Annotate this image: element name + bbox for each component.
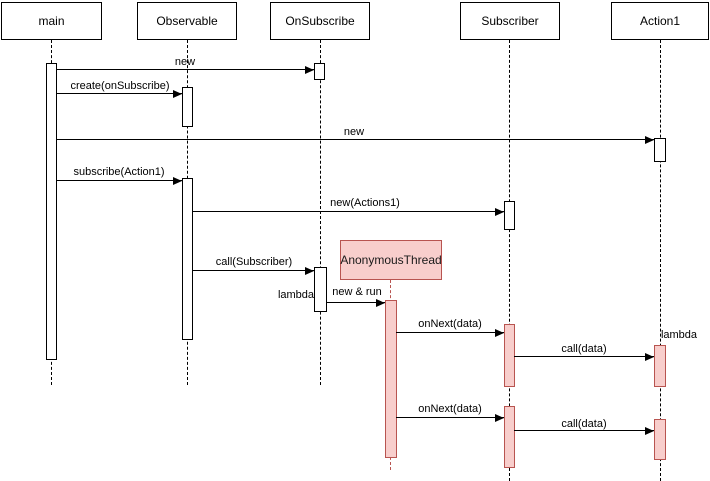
message-arrow-call-data-1 xyxy=(514,353,654,361)
activation-action1-pink-1 xyxy=(654,345,666,387)
arrowhead-icon xyxy=(645,427,654,435)
lambda-label-onsubscribe: lambda xyxy=(277,289,315,301)
activation-subscriber-pink-1 xyxy=(504,324,515,387)
activation-subscriber-pink-2 xyxy=(504,406,515,468)
activation-action1-1 xyxy=(654,138,666,162)
activation-action1-pink-2 xyxy=(654,419,666,460)
participant-observable: Observable xyxy=(137,2,237,40)
message-label-call-data-2: call(data) xyxy=(561,418,607,430)
activation-observable-1 xyxy=(182,87,193,127)
activation-main xyxy=(46,63,57,360)
participant-main-label: main xyxy=(38,14,65,28)
activation-onsubscribe-1 xyxy=(314,63,325,80)
arrowhead-icon xyxy=(495,208,504,216)
participant-onsubscribe-label: OnSubscribe xyxy=(285,14,355,28)
participant-main: main xyxy=(1,2,102,40)
message-arrow-onnext-1 xyxy=(396,329,504,337)
participant-observable-label: Observable xyxy=(156,14,218,28)
message-arrow-new-actions1 xyxy=(193,208,504,216)
arrowhead-icon xyxy=(305,66,314,74)
lifeline-action1 xyxy=(660,40,661,481)
arrowhead-icon xyxy=(305,267,314,275)
activation-subscriber-1 xyxy=(504,201,515,230)
activation-anonymous-thread xyxy=(385,300,397,458)
activation-onsubscribe-2 xyxy=(314,267,327,312)
message-label-new-1: new xyxy=(174,56,196,68)
participant-subscriber-label: Subscriber xyxy=(481,14,539,28)
message-arrow-new-2 xyxy=(56,136,654,144)
message-label-new-actions1: new(Actions1) xyxy=(330,197,400,209)
message-label-call-subscriber: call(Subscriber) xyxy=(215,256,293,268)
message-arrow-onnext-2 xyxy=(396,414,504,422)
participant-action1-label: Action1 xyxy=(639,14,681,28)
message-label-new-2: new xyxy=(343,126,365,138)
arrowhead-icon xyxy=(173,177,182,185)
message-arrow-call-subscriber xyxy=(193,267,314,275)
arrowhead-icon xyxy=(645,353,654,361)
arrowhead-icon xyxy=(173,90,182,98)
message-arrow-create-onsubscribe xyxy=(56,90,182,98)
message-label-new-and-run: new & run xyxy=(332,286,382,298)
message-arrow-new-1 xyxy=(56,66,314,74)
anonymous-thread-box: AnonymousThread xyxy=(340,240,442,280)
message-label-create-onsubscribe: create(onSubscribe) xyxy=(70,80,170,92)
participant-subscriber: Subscriber xyxy=(460,2,560,40)
message-arrow-new-and-run xyxy=(327,299,385,307)
lambda-label-action1: lambda xyxy=(660,329,698,341)
anonymous-thread-label: AnonymousThread xyxy=(340,253,442,267)
activation-observable-2 xyxy=(182,178,193,340)
message-label-onnext-2: onNext(data) xyxy=(418,403,482,415)
message-label-subscribe-action1: subscribe(Action1) xyxy=(73,166,165,178)
lifeline-onsubscribe xyxy=(320,40,321,385)
arrowhead-icon xyxy=(495,414,504,422)
message-arrow-subscribe-action1 xyxy=(56,177,182,185)
message-label-onnext-1: onNext(data) xyxy=(418,318,482,330)
arrowhead-icon xyxy=(376,299,385,307)
lifeline-subscriber xyxy=(509,40,510,481)
message-arrow-call-data-2 xyxy=(514,427,654,435)
arrowhead-icon xyxy=(645,136,654,144)
arrowhead-icon xyxy=(495,329,504,337)
participant-action1: Action1 xyxy=(611,2,709,40)
message-label-call-data-1: call(data) xyxy=(561,343,607,355)
participant-onsubscribe: OnSubscribe xyxy=(270,2,370,40)
